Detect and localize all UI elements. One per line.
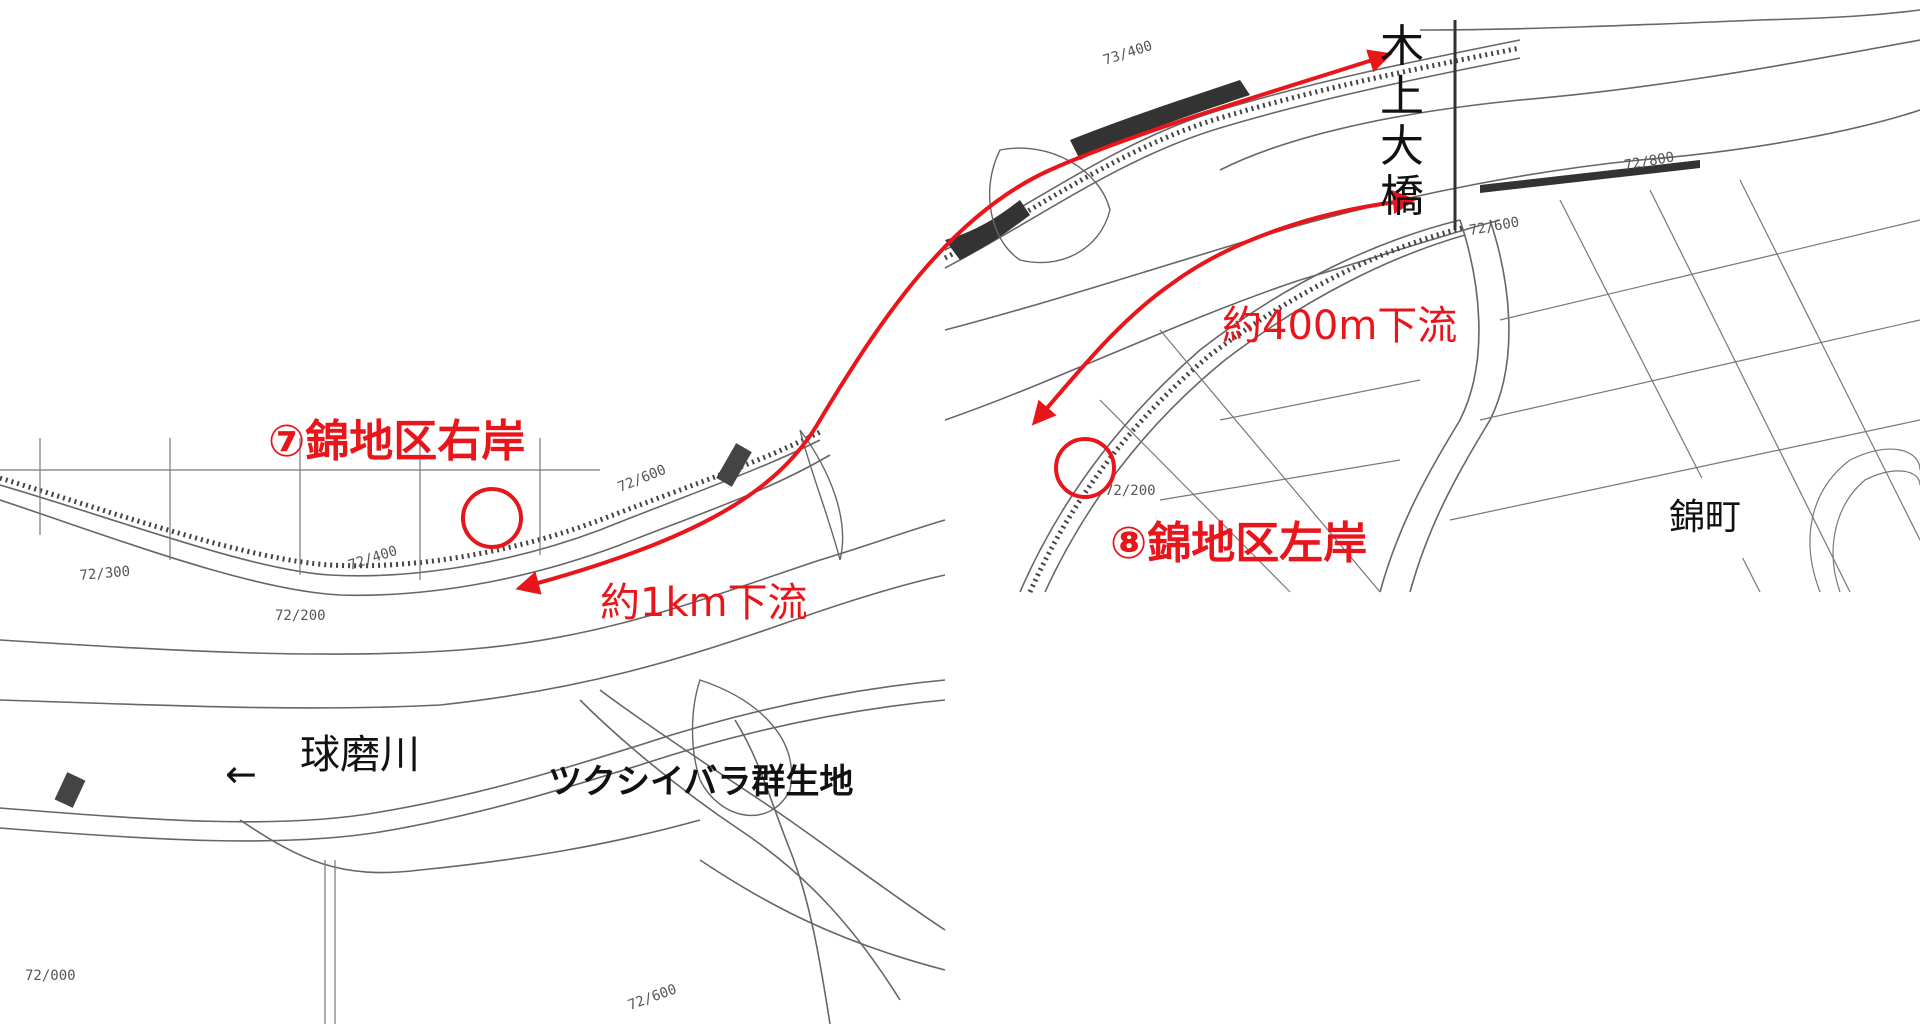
distance-400m-label: 約400m下流 [1222,303,1458,349]
field-boundary [1499,219,1920,321]
survey-annotation: 72/200 [275,608,326,624]
bridge-name-label: 木 上 大 橋 [1380,22,1424,222]
road-line-1 [599,689,946,931]
contour-line [239,819,701,874]
road-line [1379,219,1480,593]
river-left-bank [0,679,946,823]
contour-line [699,859,946,971]
levee-hatch [0,429,822,569]
distance-1km-label: 約1km下流 [600,580,808,626]
hill-contour [1832,470,1920,593]
vegetation-area-outline [691,679,793,817]
distance-arrow-400m [1031,190,1417,426]
river-name-label: 球磨川 [300,732,420,778]
town-label: 錦町 [1668,497,1741,538]
bridge-name-char: 木 [1380,21,1424,72]
levee-left-line [0,699,946,842]
field-boundary [1479,319,1920,421]
site-8-marker [1054,437,1116,499]
survey-annotation: 72/300 [79,564,131,584]
field-boundary [1649,189,1851,593]
road-line [1409,219,1510,593]
stream-line [734,719,831,1024]
structure-hatch-area [1480,160,1700,193]
field-boundary [1739,179,1920,541]
structure-mark [54,772,86,808]
road-line-2 [579,699,901,1001]
town-label-box: 錦町 [1645,478,1765,558]
rose-colony-label: ツクシイバラ群生地 [548,762,854,802]
river-flow-arrow: ← [225,752,257,796]
bridge-name-char: 橋 [1380,171,1424,222]
survey-annotation: 72/000 [25,968,76,984]
site-7-marker [461,487,523,549]
field-boundary [1449,419,1920,521]
contour-line [1419,9,1920,31]
bridge-name-char: 大 [1380,121,1424,172]
river-channel-middle [0,574,946,709]
hill-contour [1809,448,1920,593]
distance-arrow-1km [515,49,1393,595]
site-7-label: ⑦錦地区右岸 [268,416,526,467]
site-8-label: ⑧錦地区左岸 [1110,518,1368,569]
bridge-name-char: 上 [1380,71,1424,122]
